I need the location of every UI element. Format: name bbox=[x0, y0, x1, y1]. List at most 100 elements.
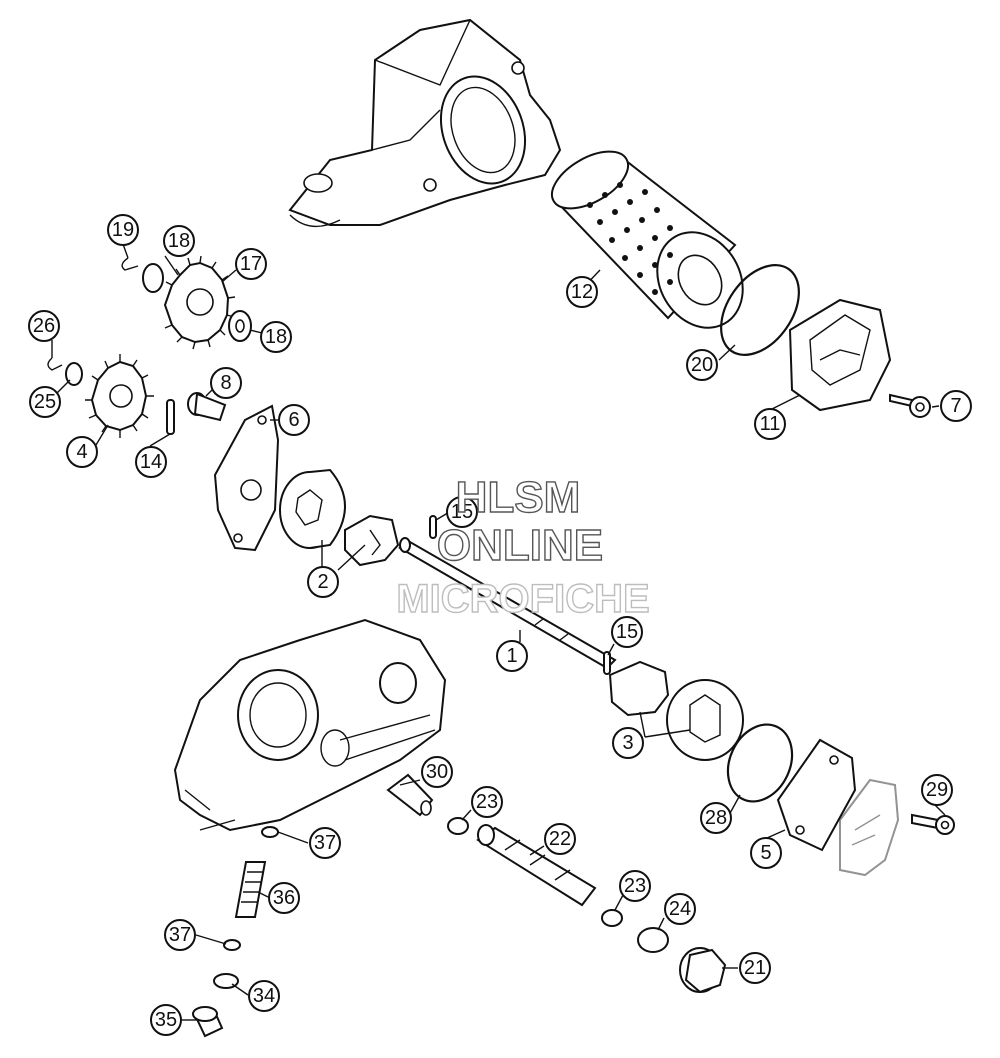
gear-4 bbox=[85, 354, 154, 438]
svg-text:15: 15 bbox=[451, 501, 473, 523]
circlip-26 bbox=[47, 357, 63, 371]
callout-1: 1 bbox=[496, 640, 528, 672]
plug-35 bbox=[192, 1006, 224, 1038]
watermark: HLSM ONLINE MICROFICHE bbox=[396, 472, 651, 621]
o-ring-20 bbox=[720, 264, 800, 356]
engine-case-lower bbox=[173, 618, 447, 832]
pump-plate-6 bbox=[213, 404, 280, 552]
svg-text:7: 7 bbox=[950, 395, 961, 417]
pin-15b bbox=[603, 651, 611, 675]
callout-34: 34 bbox=[248, 980, 280, 1012]
callout-28: 28 bbox=[700, 802, 732, 834]
svg-text:22: 22 bbox=[549, 828, 571, 850]
screw-7 bbox=[889, 393, 931, 418]
callout-3: 3 bbox=[612, 727, 644, 759]
plug-21 bbox=[679, 947, 727, 994]
svg-text:11: 11 bbox=[760, 413, 781, 435]
svg-text:3: 3 bbox=[622, 732, 633, 754]
pump-rotor-3 bbox=[608, 660, 744, 761]
callout-25: 25 bbox=[29, 386, 61, 418]
callout-37a: 37 bbox=[309, 827, 341, 859]
bolt-8 bbox=[187, 392, 227, 422]
pump-shaft-1 bbox=[398, 537, 617, 670]
svg-text:18: 18 bbox=[265, 326, 287, 348]
svg-text:18: 18 bbox=[168, 230, 190, 252]
callout-19: 19 bbox=[107, 214, 139, 246]
pump-rotor-2 bbox=[279, 468, 400, 567]
watermark-line2: ONLINE bbox=[437, 521, 603, 570]
svg-text:4: 4 bbox=[76, 441, 87, 463]
engine-case-housing bbox=[288, 18, 562, 228]
callout-23b: 23 bbox=[619, 870, 651, 902]
oil-filter-cover bbox=[788, 298, 892, 412]
washer-18a bbox=[142, 263, 164, 293]
svg-text:28: 28 bbox=[705, 807, 727, 829]
svg-text:34: 34 bbox=[253, 985, 275, 1007]
svg-text:19: 19 bbox=[112, 219, 134, 241]
svg-text:6: 6 bbox=[288, 409, 299, 431]
svg-text:30: 30 bbox=[426, 761, 448, 783]
washer-25 bbox=[65, 362, 83, 386]
svg-text:24: 24 bbox=[669, 898, 691, 920]
callout-24: 24 bbox=[664, 893, 696, 925]
callout-18a: 18 bbox=[163, 225, 195, 257]
svg-text:23: 23 bbox=[624, 875, 646, 897]
callout-15a: 15 bbox=[446, 496, 478, 528]
o-ring-34 bbox=[213, 973, 239, 989]
svg-text:14: 14 bbox=[140, 451, 162, 473]
watermark-line3: MICROFICHE bbox=[396, 577, 649, 621]
svg-text:35: 35 bbox=[155, 1009, 177, 1031]
o-ring-37b bbox=[223, 939, 241, 951]
callout-29: 29 bbox=[921, 774, 953, 806]
bracket bbox=[839, 778, 900, 877]
svg-text:25: 25 bbox=[34, 391, 56, 413]
o-ring-37a bbox=[261, 826, 279, 838]
callout-17: 17 bbox=[235, 248, 267, 280]
o-ring-23b bbox=[601, 909, 623, 927]
callout-12: 12 bbox=[566, 276, 598, 308]
callout-5: 5 bbox=[750, 837, 782, 869]
callout-6: 6 bbox=[278, 404, 310, 436]
callout-11: 11 bbox=[754, 408, 786, 440]
callout-30: 30 bbox=[421, 756, 453, 788]
sleeve-30 bbox=[386, 773, 434, 817]
callout-2: 2 bbox=[307, 566, 339, 598]
svg-text:2: 2 bbox=[317, 571, 328, 593]
strainer-22 bbox=[476, 824, 597, 907]
svg-text:23: 23 bbox=[476, 791, 498, 813]
o-ring-23a bbox=[447, 817, 469, 835]
svg-text:29: 29 bbox=[926, 779, 948, 801]
spring-36 bbox=[234, 861, 267, 918]
callout-4: 4 bbox=[66, 436, 98, 468]
callout-21: 21 bbox=[739, 952, 771, 984]
gear-17 bbox=[163, 255, 236, 350]
svg-text:21: 21 bbox=[744, 957, 766, 979]
callout-26: 26 bbox=[28, 310, 60, 342]
oil-filter bbox=[551, 150, 744, 329]
callout-7: 7 bbox=[940, 390, 972, 422]
watermark-line1: HLSM bbox=[456, 473, 581, 522]
o-ring-28 bbox=[726, 723, 794, 803]
callout-35: 35 bbox=[150, 1004, 182, 1036]
screw-29 bbox=[911, 813, 955, 835]
svg-text:1: 1 bbox=[506, 645, 517, 667]
svg-text:5: 5 bbox=[760, 842, 771, 864]
pin-14 bbox=[166, 399, 175, 435]
circlip-19 bbox=[121, 257, 139, 271]
callout-15b: 15 bbox=[611, 616, 643, 648]
callout-18b: 18 bbox=[260, 321, 292, 353]
pump-cover-5 bbox=[776, 738, 857, 852]
callout-14: 14 bbox=[135, 446, 167, 478]
pin-15a bbox=[429, 515, 437, 539]
callout-37b: 37 bbox=[164, 919, 196, 951]
o-ring-24 bbox=[637, 927, 669, 953]
callout-22: 22 bbox=[544, 823, 576, 855]
svg-text:12: 12 bbox=[571, 281, 593, 303]
callout-23a: 23 bbox=[471, 786, 503, 818]
svg-text:37: 37 bbox=[314, 832, 336, 854]
svg-text:26: 26 bbox=[33, 315, 55, 337]
callout-20: 20 bbox=[686, 349, 718, 381]
callout-8: 8 bbox=[210, 367, 242, 399]
